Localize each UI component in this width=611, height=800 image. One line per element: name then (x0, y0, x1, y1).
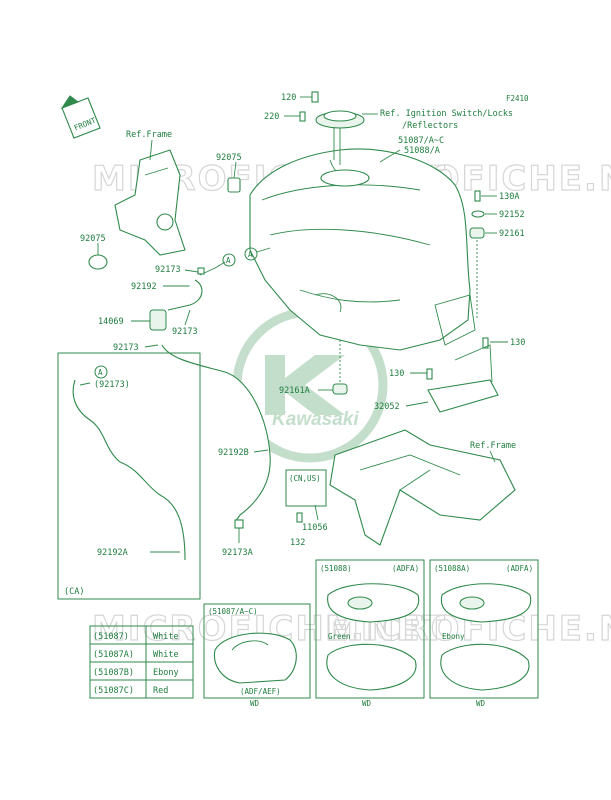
svg-text:(ADFA): (ADFA) (392, 564, 419, 573)
fuel-cap (315, 110, 365, 165)
label-ref-reflectors: /Reflectors (402, 121, 458, 131)
callout-a-3: A (98, 368, 103, 377)
label-92161a: 92161A (279, 386, 310, 396)
table-row-code: (51087) (93, 632, 129, 642)
svg-text:WD: WD (250, 699, 260, 708)
label-92173-2: 92173 (172, 327, 198, 337)
damper-92161-icon (469, 227, 485, 239)
svg-text:(51088A): (51088A) (434, 564, 470, 573)
svg-text:(ADFA): (ADFA) (506, 564, 533, 573)
label-92152: 92152 (499, 210, 525, 220)
label-130a: 130A (499, 192, 519, 202)
svg-text:Ebony: Ebony (442, 632, 465, 641)
label-ca: (CA) (64, 587, 84, 597)
bolt-220-icon (299, 111, 306, 122)
damper-92075-upper-icon (227, 177, 241, 193)
label-92173a: 92173A (222, 548, 253, 558)
label-132: 132 (290, 538, 305, 548)
front-arrow-icon: FRONT (60, 95, 101, 139)
callout-a-2: A (248, 250, 253, 259)
clamp-92173a-icon (234, 519, 244, 529)
label-92161: 92161 (499, 229, 525, 239)
svg-text:WD: WD (476, 699, 486, 708)
label-51087: 51087/A~C (398, 136, 444, 146)
table-row-color: Ebony (153, 668, 179, 678)
figure-code: F2410 (506, 94, 529, 103)
svg-text:(51088): (51088) (320, 564, 352, 573)
label-92075-top: 92075 (216, 153, 242, 163)
inset-tank-51087: (51087/A~C) (ADF/AEF) WD (203, 603, 311, 708)
bolt-130-right-icon (482, 337, 489, 349)
fuel-tank (249, 148, 476, 351)
label-ref-ignition: Ref. Ignition Switch/Locks (380, 109, 513, 119)
washer-92152-icon (471, 210, 485, 218)
bolt-130a-icon (474, 190, 481, 202)
svg-text:Kawasaki: Kawasaki (272, 409, 359, 430)
svg-text:Green: Green (328, 632, 351, 641)
label-11056: 11056 (302, 523, 328, 533)
inset-tank-51088: (51088) (ADFA) Green WD (315, 559, 425, 708)
label-92173-3: 92173 (113, 343, 139, 353)
svg-text:(51087/A~C): (51087/A~C) (208, 607, 258, 616)
label-92192b: 92192B (218, 448, 249, 458)
table-row-color: White (153, 632, 179, 642)
clamp-92173-icon (197, 267, 205, 275)
frame-lower (329, 429, 516, 546)
cnus-box (285, 469, 327, 507)
table-row-code: (51087B) (93, 668, 134, 678)
frame-bracket-left (114, 149, 186, 256)
bolt-130-mid-icon (426, 368, 433, 380)
bolt-132-icon (296, 512, 303, 523)
inset-tank-51088a: (51088A) (ADFA) Ebony WD (429, 559, 539, 708)
table-row-code: (51087C) (93, 686, 134, 696)
bolt-120-icon (311, 91, 319, 103)
table-row-color: Red (153, 686, 168, 696)
valve-14069-icon (149, 309, 167, 331)
label-220: 220 (264, 112, 279, 122)
table-row-code: (51087A) (93, 650, 134, 660)
ca-box (57, 352, 201, 600)
label-92192: 92192 (131, 282, 157, 292)
bracket-32052 (427, 344, 499, 413)
label-51088: 51088/A (404, 146, 440, 156)
callout-a-1: A (226, 256, 231, 265)
label-92075-left: 92075 (80, 234, 106, 244)
label-92173-paren: (92173) (94, 380, 130, 390)
color-table: (51087) White (51087A) White (51087B) Eb… (89, 625, 194, 699)
table-row-color: White (153, 650, 179, 660)
label-120: 120 (281, 93, 296, 103)
label-92173-1: 92173 (155, 265, 181, 275)
label-ref-frame-top: Ref.Frame (126, 130, 172, 140)
svg-text:(ADF/AEF): (ADF/AEF) (240, 687, 281, 696)
damper-92075-left-icon (88, 254, 108, 270)
damper-92161a-icon (332, 383, 348, 395)
svg-text:WD: WD (362, 699, 372, 708)
label-cnus: (CN,US) (289, 474, 321, 483)
label-130-right: 130 (510, 338, 525, 348)
label-130-mid: 130 (389, 369, 404, 379)
label-92192a: 92192A (97, 548, 128, 558)
label-14069: 14069 (98, 317, 124, 327)
label-ref-frame-bottom: Ref.Frame (470, 441, 516, 451)
label-32052: 32052 (374, 402, 400, 412)
